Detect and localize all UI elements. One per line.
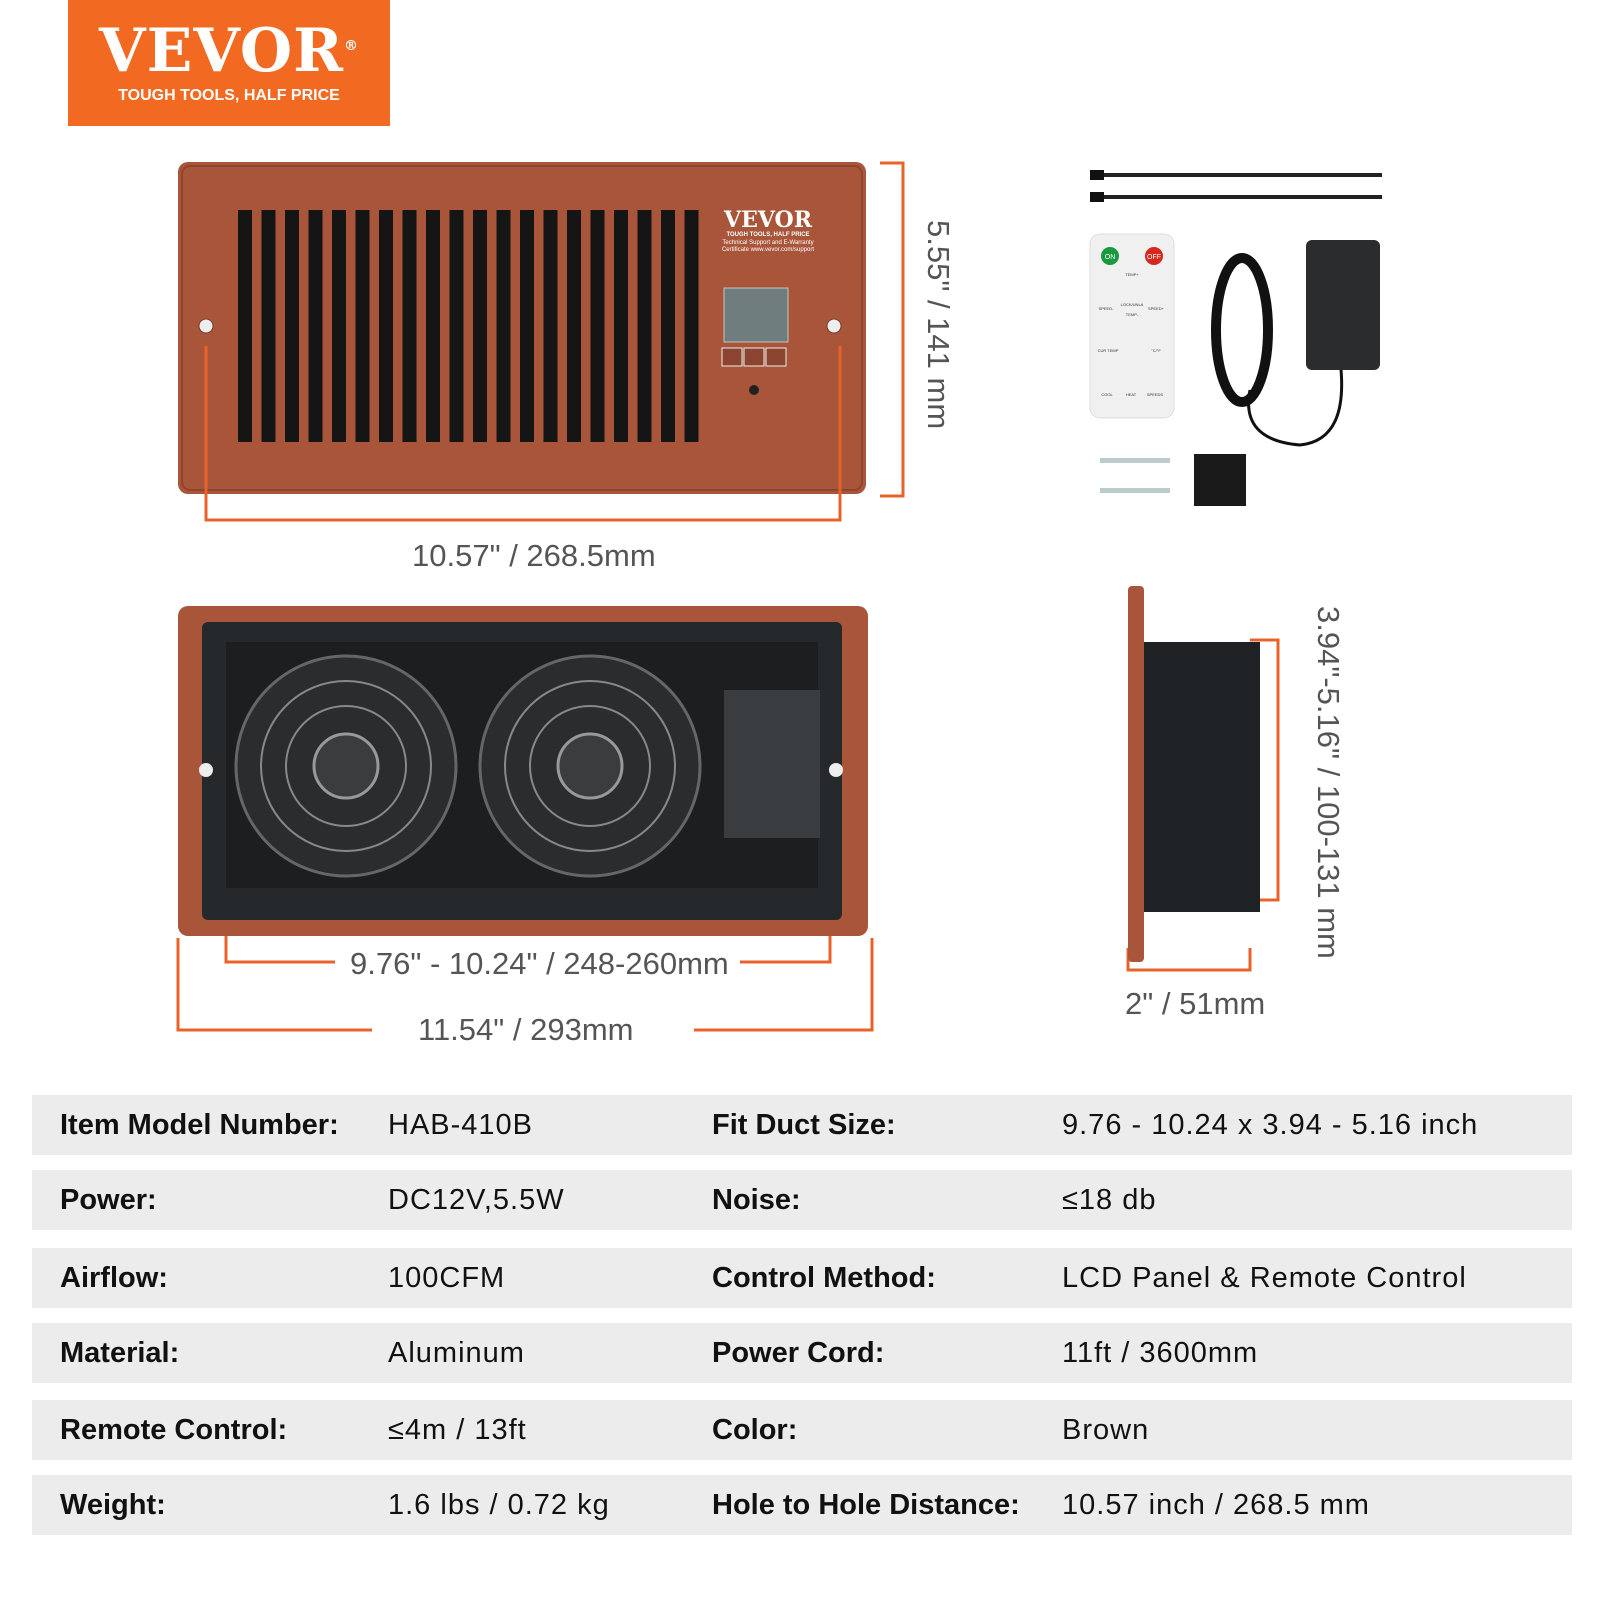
left-arrow-button-icon	[743, 347, 765, 367]
depth-label: 2" / 51mm	[1125, 986, 1266, 1021]
spec-value: 100CFM	[388, 1262, 506, 1294]
vent-slat	[426, 210, 440, 442]
vent-slat	[285, 210, 299, 442]
spec-row: Power: DC12V,5.5W Noise: ≤18 db	[32, 1170, 1572, 1230]
spec-row: Material: Aluminum Power Cord: 11ft / 3600m…	[32, 1323, 1572, 1383]
remote-on-label: ON	[1105, 254, 1116, 261]
vent-slat	[590, 210, 605, 442]
overall-width-label: 11.54" / 293mm	[418, 1012, 634, 1047]
vevor-logo: VEVOR® TOUGH TOOLS, HALF PRICE	[68, 0, 390, 126]
vent-slat	[402, 210, 417, 442]
right-arrow-button-icon	[765, 347, 787, 367]
vent-slat	[238, 210, 252, 442]
remote-speeds: SPEEDS	[1147, 392, 1164, 397]
remote-speed-up: SPEED+	[1148, 306, 1165, 311]
remote-off-label: OFF	[1147, 254, 1161, 261]
logo-tagline: TOUGH TOOLS, HALF PRICE	[118, 87, 340, 104]
spec-label: Power:	[60, 1184, 157, 1216]
spec-label: Hole to Hole Distance:	[712, 1489, 1020, 1521]
power-cord-image	[1211, 240, 1380, 447]
vent-certificate: Certificate www.vevor.com/support	[722, 247, 814, 253]
spec-value: HAB-410B	[388, 1109, 534, 1141]
vent-slat	[449, 210, 464, 442]
vent-slat	[261, 210, 276, 442]
remote-control-image: ON OFF TEMP+ SPEED- LOCK/UNLA SPEED+ TEM…	[1089, 233, 1175, 419]
spec-label: Material:	[60, 1337, 180, 1369]
spec-value: ≤18 db	[1062, 1184, 1157, 1216]
spec-label: Noise:	[712, 1184, 801, 1216]
depth-range-label: 3.94"-5.16" / 100-131 mm	[1311, 606, 1346, 959]
spec-row: Airflow: 100CFM Control Method: LCD Panel &…	[32, 1248, 1572, 1308]
spec-value: 11ft / 3600mm	[1062, 1337, 1259, 1369]
vent-slat	[473, 210, 487, 442]
spec-row: Remote Control: ≤4m / 13ft Color: Brown	[32, 1400, 1572, 1460]
vent-slat	[543, 210, 558, 442]
vent-front-image: VEVOR TOUGH TOOLS, HALF PRICE Technical …	[178, 162, 866, 494]
spec-value: LCD Panel & Remote Control	[1062, 1262, 1467, 1294]
height-dimension-label: 5.55" / 141 mm	[921, 220, 956, 430]
vent-slat	[684, 210, 699, 442]
vent-slat	[614, 210, 628, 442]
spec-label: Item Model Number:	[60, 1109, 339, 1141]
fan-right-icon	[478, 654, 702, 878]
remote-temp-down: TEMP-	[1126, 312, 1139, 317]
spec-row: Item Model Number: HAB-410B Fit Duct Size:…	[32, 1095, 1572, 1155]
vent-tagline: TOUGH TOOLS, HALF PRICE	[726, 232, 809, 238]
remote-temp-up: TEMP+	[1125, 272, 1139, 277]
cable-ties-image	[1090, 170, 1382, 202]
screws-and-mount-image	[1100, 454, 1246, 506]
ir-sensor	[749, 385, 759, 395]
remote-cool: COOL	[1101, 392, 1113, 397]
spec-value: ≤4m / 13ft	[388, 1414, 527, 1446]
vent-back-image	[178, 606, 868, 936]
hole-distance-label: 10.57" / 268.5mm	[412, 538, 656, 573]
remote-cur-temp: CUR TEMP	[1098, 348, 1119, 353]
remote-lock: LOCK/UNLA	[1121, 302, 1144, 307]
fit-width-label: 9.76" - 10.24" / 248-260mm	[346, 946, 733, 982]
logo-brand: VEVOR®	[99, 16, 359, 86]
spec-label: Airflow:	[60, 1262, 168, 1294]
menu-button-icon	[721, 347, 743, 367]
remote-heat: HEAT	[1126, 392, 1137, 397]
spec-value: DC12V,5.5W	[388, 1184, 565, 1216]
control-box	[724, 690, 820, 838]
spec-value: 10.57 inch / 268.5 mm	[1062, 1489, 1370, 1521]
vent-slat	[379, 210, 393, 442]
spec-row: Weight: 1.6 lbs / 0.72 kg Hole to Hole Dis…	[32, 1475, 1572, 1535]
vent-slat	[496, 210, 511, 442]
spec-label: Power Cord:	[712, 1337, 885, 1369]
remote-unit: °C/°F	[1151, 348, 1161, 353]
spec-value: 9.76 - 10.24 x 3.94 - 5.16 inch	[1062, 1109, 1479, 1141]
vent-slat	[355, 210, 370, 442]
vent-slat	[567, 210, 581, 442]
remote-speed-down: SPEED-	[1099, 306, 1115, 311]
spec-label: Color:	[712, 1414, 798, 1446]
vent-slat	[637, 210, 652, 442]
spec-label: Control Method:	[712, 1262, 936, 1294]
vent-slat	[661, 210, 675, 442]
vent-brand: VEVOR	[723, 207, 813, 233]
spec-label: Fit Duct Size:	[712, 1109, 896, 1141]
spec-value: 1.6 lbs / 0.72 kg	[388, 1489, 610, 1521]
vent-slat	[308, 210, 323, 442]
fan-left-icon	[234, 654, 458, 878]
lcd-display	[723, 287, 789, 343]
spec-value: Aluminum	[388, 1337, 525, 1369]
spec-label: Remote Control:	[60, 1414, 288, 1446]
vent-side-image	[1128, 586, 1260, 962]
vent-support: Technical Support and E-Warranty	[722, 240, 813, 246]
vent-slat	[332, 210, 346, 442]
vent-slat	[520, 210, 534, 442]
spec-value: Brown	[1062, 1414, 1150, 1446]
spec-label: Weight:	[60, 1489, 166, 1521]
